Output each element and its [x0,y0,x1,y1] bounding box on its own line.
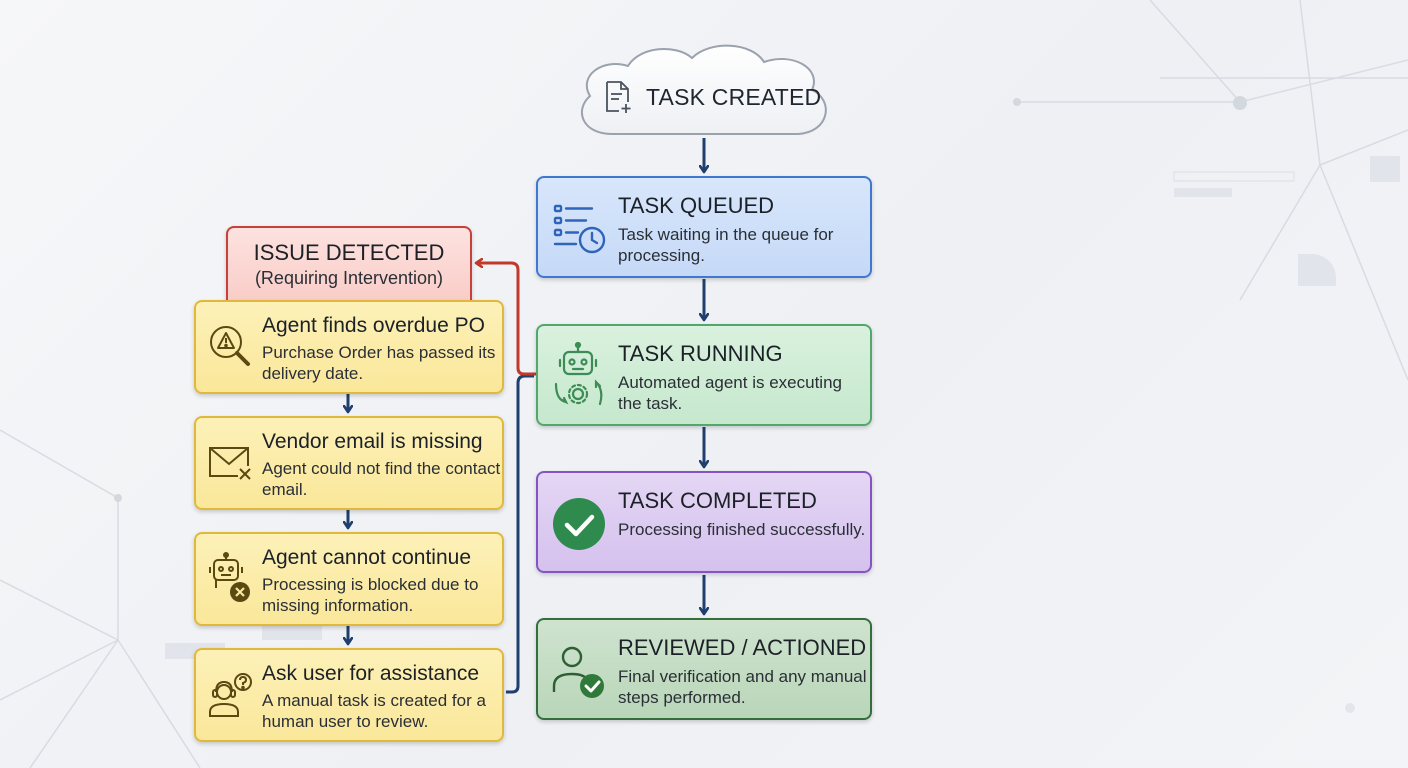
task-completed-title: TASK COMPLETED [618,488,817,513]
vendor-email-title: Vendor email is missing [262,430,483,453]
reviewed-actioned-title: REVIEWED / ACTIONED [618,635,867,660]
check-circle-icon [552,497,608,558]
overdue-po-desc: Purchase Order has passed its delivery d… [262,343,496,383]
task-queued-box: TASK QUEUED Task waiting in the queue fo… [536,176,872,278]
cloud-shape [580,44,827,135]
robot-blocked-icon [208,552,254,609]
task-running-title: TASK RUNNING [618,341,783,366]
queue-clock-icon [552,202,608,263]
task-created-node: TASK CREATED [572,38,836,140]
ask-user-title: Ask user for assistance [262,662,480,685]
task-created-label: TASK CREATED [646,84,822,110]
issue-step-vendor-email: Vendor email is missing Agent could not … [194,416,504,510]
robot-gear-icon [552,341,608,413]
issue-detected-subtitle: (Requiring Intervention) [254,268,444,288]
task-completed-box: TASK COMPLETED Processing finished succe… [536,471,872,573]
issue-detected-title: ISSUE DETECTED [253,240,445,265]
task-completed-desc: Processing finished successfully. [618,520,866,539]
user-question-icon [208,672,254,723]
task-running-desc: Automated agent is executing the task. [618,373,842,413]
issue-step-overdue-po: Agent finds overdue PO Purchase Order ha… [194,300,504,394]
warning-search-icon [208,324,252,373]
overdue-po-title: Agent finds overdue PO [262,314,485,337]
task-queued-title: TASK QUEUED [618,193,775,218]
vendor-email-desc: Agent could not find the contact email. [262,459,501,499]
reviewed-actioned-box: REVIEWED / ACTIONED Final verification a… [536,618,872,720]
issue-detected-box: ISSUE DETECTED (Requiring Intervention) [226,226,472,302]
task-running-box: TASK RUNNING Automated agent is executin… [536,324,872,426]
issue-step-ask-user: Ask user for assistance A manual task is… [194,648,504,742]
agent-blocked-title: Agent cannot continue [262,546,471,569]
task-queued-desc: Task waiting in the queue for processing… [618,225,834,265]
email-x-icon [208,440,254,489]
agent-blocked-desc: Processing is blocked due to missing inf… [262,575,479,615]
reviewed-actioned-desc: Final verification and any manual steps … [618,667,867,707]
user-check-icon [552,644,608,705]
ask-user-desc: A manual task is created for a human use… [262,691,486,731]
issue-step-agent-blocked: Agent cannot continue Processing is bloc… [194,532,504,626]
